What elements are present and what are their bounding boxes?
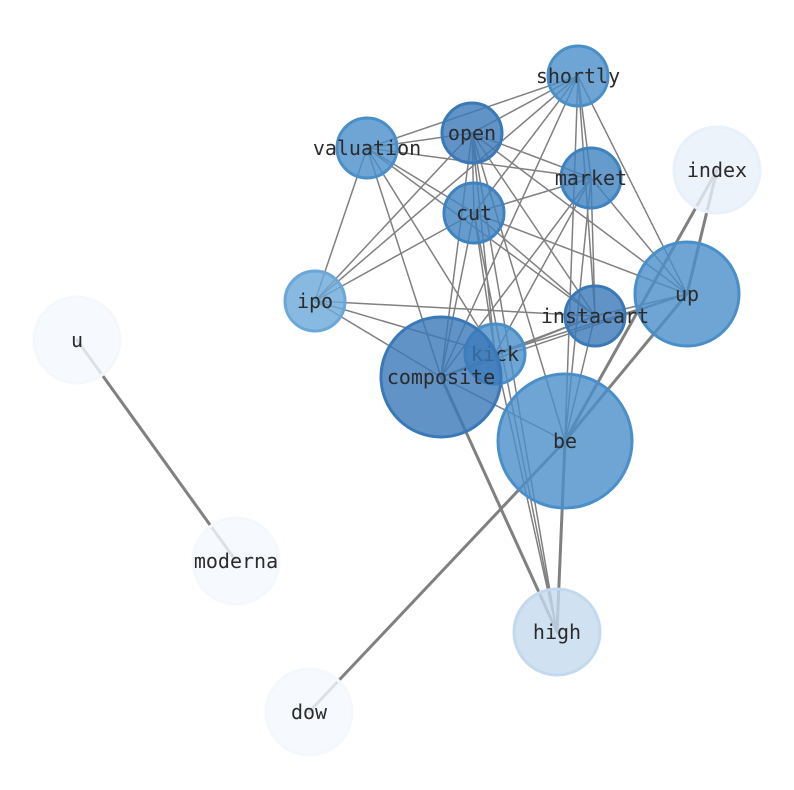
node-layer: shortly open valuation market index cut ipo up i… bbox=[32, 44, 762, 757]
node-label-ipo: ipo bbox=[297, 289, 333, 313]
node-up: up bbox=[633, 240, 741, 348]
node-circle-moderna bbox=[191, 516, 281, 606]
node-circle-dow bbox=[264, 667, 354, 757]
node-label-cut: cut bbox=[456, 201, 492, 225]
node-valuation: valuation bbox=[313, 116, 421, 180]
node-label-instacart: instacart bbox=[541, 304, 649, 328]
node-circle-high bbox=[512, 587, 602, 677]
node-label-market: market bbox=[555, 166, 627, 190]
edge-market-kick bbox=[494, 177, 592, 355]
edge-open-ipo bbox=[314, 132, 473, 302]
node-label-dow: dow bbox=[291, 700, 328, 724]
node-moderna: moderna bbox=[191, 516, 281, 606]
edge-open-kick bbox=[471, 132, 496, 355]
node-index: index bbox=[672, 125, 762, 215]
node-composite: composite bbox=[379, 315, 503, 439]
node-circle-open bbox=[440, 101, 504, 165]
node-dow: dow bbox=[264, 667, 354, 757]
node-circle-composite bbox=[379, 315, 503, 439]
node-circle-index bbox=[672, 125, 762, 215]
node-high: high bbox=[512, 587, 602, 677]
node-shortly: shortly bbox=[536, 44, 620, 108]
node-label-be: be bbox=[553, 429, 577, 453]
node-circle-valuation bbox=[335, 116, 399, 180]
node-circle-u bbox=[32, 295, 122, 385]
edge-open-instacart bbox=[471, 132, 596, 317]
node-label-open: open bbox=[448, 121, 496, 145]
node-market: market bbox=[555, 146, 627, 210]
node-circle-market bbox=[559, 146, 623, 210]
edge-valuation-kick bbox=[366, 147, 496, 355]
node-label-up: up bbox=[675, 282, 699, 306]
node-circle-cut bbox=[442, 181, 506, 245]
node-ipo: ipo bbox=[283, 269, 347, 333]
node-label-valuation: valuation bbox=[313, 136, 421, 160]
edge-shortly-ipo bbox=[314, 75, 579, 302]
node-be: be bbox=[496, 372, 634, 510]
node-label-u: u bbox=[71, 328, 83, 352]
node-label-moderna: moderna bbox=[194, 549, 278, 573]
node-label-high: high bbox=[533, 620, 581, 644]
node-circle-up bbox=[633, 240, 741, 348]
node-circle-instacart bbox=[563, 284, 627, 348]
edge-ipo-instacart bbox=[314, 300, 596, 317]
node-open: open bbox=[440, 101, 504, 165]
edge-u-moderna bbox=[75, 338, 238, 563]
node-circle-shortly bbox=[546, 44, 610, 108]
node-instacart: instacart bbox=[541, 284, 649, 348]
node-circle-ipo bbox=[283, 269, 347, 333]
node-cut: cut bbox=[442, 181, 506, 245]
node-label-composite: composite bbox=[387, 365, 495, 389]
node-u: u bbox=[32, 295, 122, 385]
node-circle-be bbox=[496, 372, 634, 510]
node-label-shortly: shortly bbox=[536, 64, 620, 88]
node-label-index: index bbox=[687, 158, 747, 182]
